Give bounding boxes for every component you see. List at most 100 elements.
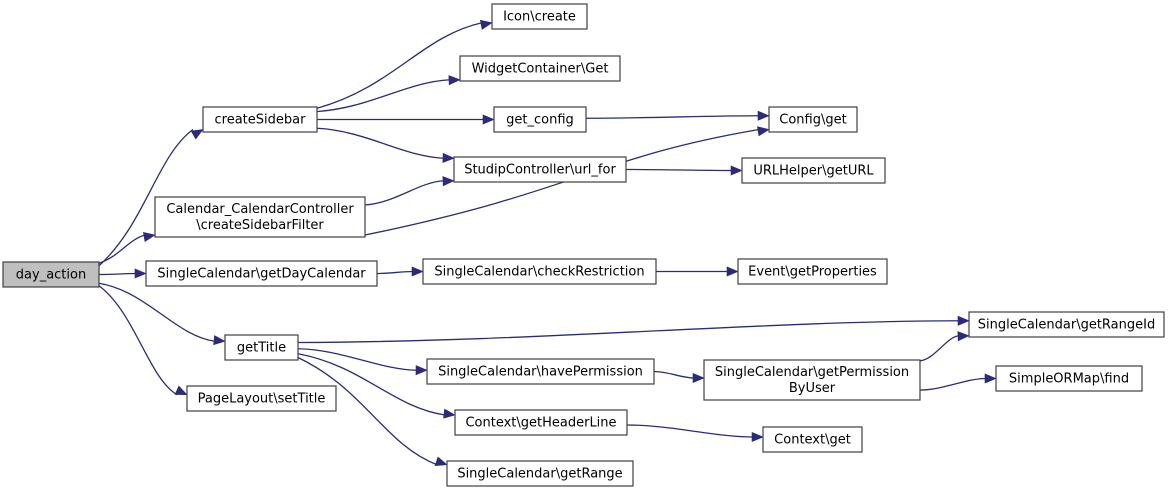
graph-node-checkRestriction[interactable]: SingleCalendar\checkRestriction xyxy=(422,258,657,285)
call-edge-day_action-to-getTitle xyxy=(98,282,216,342)
node-label-widgetGet: WidgetContainer\Get xyxy=(472,61,609,76)
node-box-simpleFind[interactable] xyxy=(995,365,1143,392)
node-label-checkRestriction: SingleCalendar\checkRestriction xyxy=(434,264,644,279)
node-label-getProperties: Event\getProperties xyxy=(748,264,877,279)
graph-node-getTitle[interactable]: getTitle xyxy=(224,334,299,361)
edge-arrowhead xyxy=(213,335,226,346)
graph-node-iconCreate[interactable]: Icon\create xyxy=(491,3,588,30)
call-edge-createSidebar-to-widgetGet xyxy=(316,79,451,113)
edge-arrowhead xyxy=(442,176,455,187)
node-box-getRangeId[interactable] xyxy=(968,311,1165,338)
node-box-getRange[interactable] xyxy=(446,460,634,487)
edge-arrowhead xyxy=(957,331,970,342)
edge-arrowhead xyxy=(448,75,461,86)
node-label-urlHelper: URLHelper\getURL xyxy=(753,163,874,178)
node-box-createSidebar[interactable] xyxy=(202,106,318,133)
node-box-setTitle[interactable] xyxy=(186,385,337,412)
edge-arrowhead xyxy=(757,110,770,121)
edge-arrowhead xyxy=(190,129,204,140)
edge-arrowhead xyxy=(434,456,448,467)
call-edge-createSidebar-to-iconCreate xyxy=(316,22,483,109)
edge-arrowhead xyxy=(443,408,456,419)
node-box-havePermission[interactable] xyxy=(426,358,655,385)
node-label-getTitle: getTitle xyxy=(237,340,286,355)
edge-arrowhead xyxy=(751,431,764,443)
call-edge-sidebarFilter-to-urlFor xyxy=(364,180,445,206)
edge-arrowhead xyxy=(134,268,147,279)
node-label-configGet: Config\get xyxy=(779,112,846,127)
edge-arrowhead xyxy=(726,266,739,277)
node-box-checkRestriction[interactable] xyxy=(422,258,657,285)
node-label-getConfig: get_config xyxy=(506,112,574,127)
graph-node-getRange[interactable]: SingleCalendar\getRange xyxy=(446,460,634,487)
node-label-sidebarFilter: Calendar_CalendarController\createSideba… xyxy=(166,202,354,233)
call-edge-havePermission-to-getPermByUser xyxy=(653,370,695,379)
node-box-getProperties[interactable] xyxy=(737,258,888,285)
node-box-getTitle[interactable] xyxy=(224,334,299,361)
graph-node-getProperties[interactable]: Event\getProperties xyxy=(737,258,888,285)
graph-node-getHeaderLine[interactable]: Context\getHeaderLine xyxy=(454,409,628,436)
node-label-createSidebar: createSidebar xyxy=(215,112,307,127)
graph-node-createSidebar[interactable]: createSidebar xyxy=(202,106,318,133)
graph-node-setTitle[interactable]: PageLayout\setTitle xyxy=(186,385,337,412)
node-box-getDayCalendar[interactable] xyxy=(145,260,378,287)
graph-node-getDayCalendar[interactable]: SingleCalendar\getDayCalendar xyxy=(145,260,378,287)
node-box-day_action[interactable] xyxy=(2,261,100,288)
edge-arrowhead xyxy=(411,266,424,277)
call-edge-getPermByUser-to-simpleFind xyxy=(919,377,987,391)
call-edge-day_action-to-setTitle xyxy=(98,285,178,396)
call-edge-getPermByUser-to-getRangeId xyxy=(919,335,960,362)
call-edge-getTitle-to-getRange xyxy=(297,356,438,466)
graph-node-getRangeId[interactable]: SingleCalendar\getRangeId xyxy=(968,311,1165,338)
graph-node-getConfig[interactable]: get_config xyxy=(493,106,587,133)
node-box-getHeaderLine[interactable] xyxy=(454,409,628,436)
node-label-havePermission: SingleCalendar\havePermission xyxy=(438,364,643,379)
graph-node-contextGet[interactable]: Context\get xyxy=(762,426,863,453)
call-edge-urlFor-to-urlHelper xyxy=(625,168,733,172)
node-box-iconCreate[interactable] xyxy=(491,3,588,30)
node-box-configGet[interactable] xyxy=(768,106,858,133)
graph-node-urlHelper[interactable]: URLHelper\getURL xyxy=(741,157,886,184)
edge-arrowhead xyxy=(415,365,428,376)
node-box-getConfig[interactable] xyxy=(493,106,587,133)
node-label-getHeaderLine: Context\getHeaderLine xyxy=(465,415,616,430)
call-edge-getTitle-to-getHeaderLine xyxy=(297,353,446,416)
node-label-getRange: SingleCalendar\getRange xyxy=(457,466,622,481)
call-edge-day_action-to-getDayCalendar xyxy=(98,272,137,276)
call-edge-day_action-to-createSidebar xyxy=(98,128,194,267)
node-box-widgetGet[interactable] xyxy=(459,55,621,82)
graph-node-widgetGet[interactable]: WidgetContainer\Get xyxy=(459,55,621,82)
edge-arrowhead xyxy=(142,232,156,242)
node-label-getRangeId: SingleCalendar\getRangeId xyxy=(978,317,1155,332)
graph-node-sidebarFilter[interactable]: Calendar_CalendarController\createSideba… xyxy=(154,196,366,238)
call-edge-getConfig-to-configGet xyxy=(585,115,760,119)
node-layer: day_action createSidebar Icon\createWidget… xyxy=(2,3,1165,487)
node-label-urlFor: StudipController\url_for xyxy=(464,162,616,177)
graph-node-urlFor[interactable]: StudipController\url_for xyxy=(453,156,627,183)
node-box-sidebarFilter[interactable] xyxy=(154,196,366,238)
graph-node-configGet[interactable]: Config\get xyxy=(768,106,858,133)
edge-arrowhead xyxy=(957,315,970,326)
node-box-urlFor[interactable] xyxy=(453,156,627,183)
graph-node-day_action[interactable]: day_action xyxy=(2,261,100,288)
node-box-urlHelper[interactable] xyxy=(741,157,886,184)
graph-node-havePermission[interactable]: SingleCalendar\havePermission xyxy=(426,358,655,385)
node-box-contextGet[interactable] xyxy=(762,426,863,453)
edge-arrowhead xyxy=(757,126,770,137)
node-label-setTitle: PageLayout\setTitle xyxy=(198,391,326,406)
node-label-day_action: day_action xyxy=(16,267,86,282)
edge-arrowhead xyxy=(482,114,495,125)
node-box-getPermByUser[interactable] xyxy=(703,359,921,401)
call-edge-createSidebar-to-urlFor xyxy=(316,127,445,159)
node-label-iconCreate: Icon\create xyxy=(503,9,576,24)
node-label-getDayCalendar: SingleCalendar\getDayCalendar xyxy=(157,266,366,281)
edge-arrowhead xyxy=(692,372,705,384)
node-label-simpleFind: SimpleORMap\find xyxy=(1009,371,1129,386)
edge-layer xyxy=(98,19,997,467)
edge-arrowhead xyxy=(174,385,188,396)
graph-node-simpleFind[interactable]: SimpleORMap\find xyxy=(995,365,1143,392)
